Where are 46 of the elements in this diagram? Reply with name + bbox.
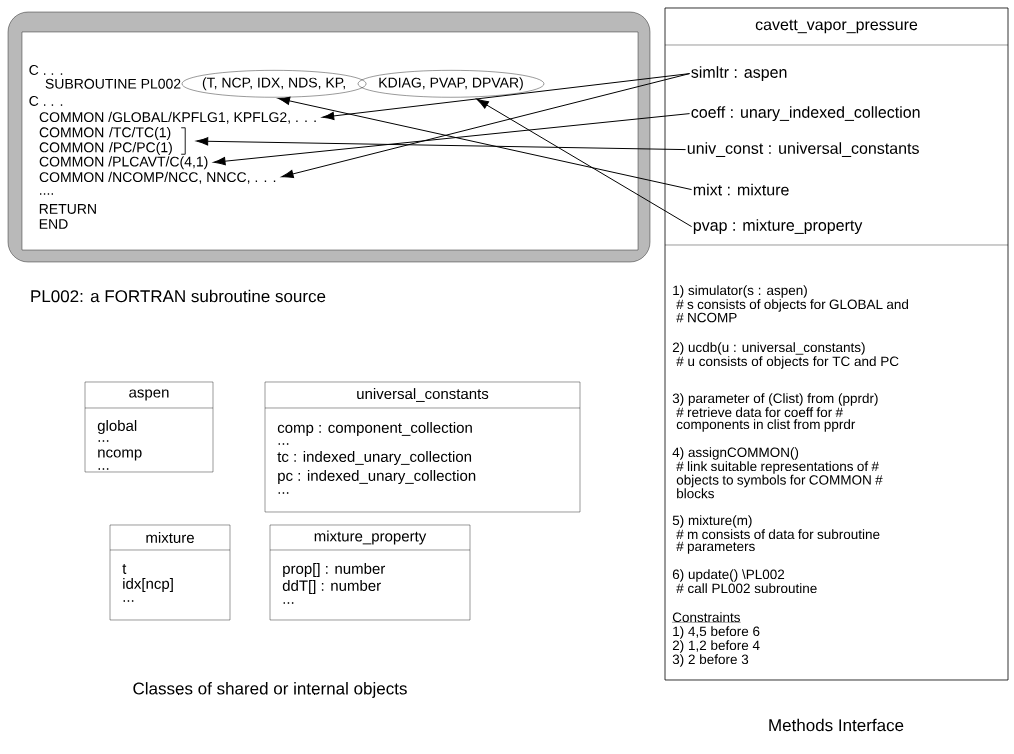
class-box: aspen global ... ncomp ... <box>84 381 214 473</box>
class-name: cavett_vapor_pressure <box>755 19 918 34</box>
bracketed-code-lines: COMMON /TC/TC(1) COMMON /PC/PC(1) <box>39 127 186 156</box>
interface-panel <box>664 7 1009 681</box>
class-box: mixture_property prop[] : number ddT[] : number ... <box>269 524 471 621</box>
code-line: SUBROUTINE PL002 <box>45 78 181 89</box>
arrow <box>476 98 693 228</box>
method-text: 3) parameter of (Clist) from (pprdr) <box>672 393 878 406</box>
method-text: 3) 2 before 3 <box>672 654 749 667</box>
method-text: 4) assignCOMMON() <box>672 447 799 460</box>
code-line: COMMON /PLCAVT/C(4,1) <box>39 156 208 170</box>
attribute-text: pvap : mixture_property <box>693 219 863 235</box>
code-frame <box>7 11 651 263</box>
attribute-text: coeff : unary_indexed_collection <box>691 106 920 122</box>
arrow <box>196 137 687 151</box>
method-text: 1) simulator(s : aspen) <box>673 285 807 298</box>
method-text: # m consists of data for subroutine # parameters <box>676 529 880 554</box>
method-text: # link suitable representations of # objects to symbols for COMMON # blocks <box>676 461 883 499</box>
code-line: .... <box>40 193 53 195</box>
arrow <box>277 96 693 191</box>
method-text: 5) mixture(m) <box>672 515 752 528</box>
code-line: RETURN <box>39 204 96 214</box>
caption: Classes of shared or internal objects <box>133 682 407 698</box>
method-text: 1) 4,5 before 6 <box>673 626 760 639</box>
class-box: universal_constants comp : component_collection ... tc : indexed_unary_collection pc : indexed_unary_collection ... <box>264 381 581 513</box>
caption: PL002: a FORTRAN subroutine source <box>31 289 326 303</box>
caption: Methods Interface <box>769 718 904 732</box>
method-text: # retrieve data for coeff for # components in clist from pprdr <box>676 407 856 432</box>
class-box: mixture t idx[ncp] ... <box>109 524 231 621</box>
method-text: 2) ucdb(u : universal_constants) <box>672 342 865 355</box>
code-line: COMMON /NCOMP/NCC, NNCC, . . . <box>39 171 276 184</box>
arrow <box>213 113 691 166</box>
method-text: # s consists of objects for GLOBAL and # NCOMP <box>676 299 908 323</box>
method-text: 6) update() \PL002 <box>672 569 785 582</box>
method-text: 2) 1,2 before 4 <box>672 640 760 653</box>
code-line: C . . . <box>29 65 63 75</box>
method-text: # call PL002 subroutine <box>676 583 817 594</box>
method-text: # u consists of objects for TC and PC <box>676 356 899 369</box>
arrow <box>281 73 691 179</box>
attribute-text: mixt : mixture <box>693 183 789 196</box>
code-line: COMMON /GLOBAL/KPFLG1, KPFLG2, . . . <box>39 111 316 124</box>
attribute-text: univ_const : universal_constants <box>687 142 919 157</box>
attribute-text: simltr : aspen <box>691 66 787 82</box>
heading: Constraints <box>671 612 741 623</box>
code-line: C . . . <box>29 96 63 106</box>
code-line: END <box>39 219 68 229</box>
